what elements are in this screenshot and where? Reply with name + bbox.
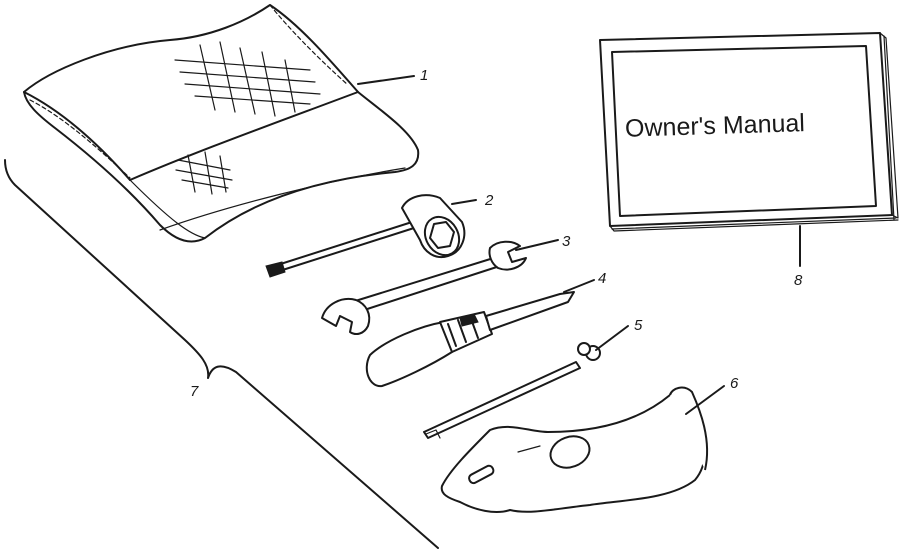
callout-7: 7 [190, 383, 199, 400]
callout-8: 8 [794, 272, 803, 289]
callout-6: 6 [730, 375, 739, 392]
callout-4: 4 [598, 270, 606, 287]
group-bracket [4, 159, 439, 549]
callout-5: 5 [634, 317, 643, 334]
tool-pouch [23, 4, 420, 243]
callout-labels: 1 2 3 4 5 6 7 8 [190, 67, 803, 400]
callout-1: 1 [420, 67, 428, 84]
manual-title: Owner's Manual [625, 109, 806, 143]
leader-lines [357, 75, 801, 415]
callout-3: 3 [562, 233, 571, 250]
owners-manual: Owner's Manual [599, 32, 899, 232]
screwdriver [365, 291, 575, 388]
socket-wrench [265, 194, 466, 278]
open-end-wrench [321, 240, 527, 335]
spark-plug-bar [423, 342, 601, 439]
spanner-wrench [440, 386, 709, 513]
callout-2: 2 [484, 192, 494, 209]
